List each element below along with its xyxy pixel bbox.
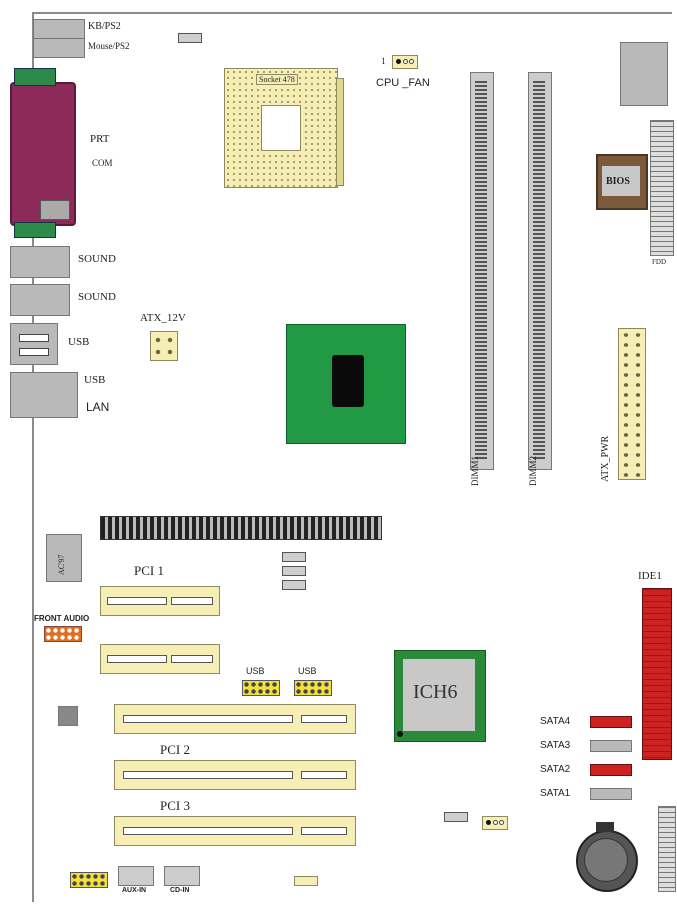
sata3-port — [590, 740, 632, 752]
board-top-edge — [32, 12, 672, 14]
jumper-2 — [282, 566, 306, 576]
sata4-port — [590, 716, 632, 728]
front-audio-label: FRONT AUDIO — [34, 614, 90, 623]
ide1-connector — [642, 588, 672, 760]
sound-port-1 — [10, 246, 70, 278]
ich6-label: ICH6 — [413, 681, 458, 703]
socket-lever — [336, 78, 344, 186]
sata2-port — [590, 764, 632, 776]
cpu-fan-pin-label: 1 — [381, 56, 386, 66]
system-fan-header — [482, 816, 508, 830]
pci2-label: PCI 2 — [160, 742, 190, 757]
parallel-screw-top — [14, 68, 56, 86]
small-chip — [58, 706, 78, 726]
ps2-port-mouse — [33, 38, 85, 58]
front-audio-header — [44, 626, 82, 642]
usb-lan-port — [10, 372, 78, 418]
floppy-connector — [650, 120, 674, 256]
sata2-label: SATA2 — [540, 764, 571, 775]
sata4-label: SATA4 — [540, 716, 571, 727]
pci-slot-1 — [114, 704, 356, 734]
cd-in-label: CD-IN — [170, 887, 190, 894]
dimm1-slot — [470, 72, 494, 470]
atx12v-connector — [150, 331, 178, 361]
pci-slot-short-2 — [100, 644, 220, 674]
audio-chip-label: AC'97 — [57, 554, 66, 575]
bios-label: BIOS — [606, 176, 630, 187]
sound-port-2 — [10, 284, 70, 316]
com2-header — [70, 872, 108, 888]
floppy-label: FDD — [652, 258, 667, 266]
usb-label-2: USB — [84, 374, 106, 386]
dimm1-label: DIMM1 — [470, 455, 480, 486]
usb-header-2 — [294, 680, 332, 696]
dimm2-slot — [528, 72, 552, 470]
atx12v-label: ATX_12V — [140, 312, 186, 324]
aux-in-label: AUX-IN — [122, 887, 147, 894]
pci1-label: PCI 1 — [134, 563, 164, 578]
audio-codec-chip: AC'97 — [46, 534, 82, 582]
usb-label-1: USB — [68, 336, 90, 348]
socket-label: Socket 478 — [256, 74, 298, 85]
ide1-label: IDE1 — [638, 570, 662, 582]
atx-pwr-label: ATX_PWR — [600, 435, 611, 482]
pci-slot-short-1 — [100, 586, 220, 616]
northbridge-chip — [286, 324, 406, 444]
cpu-fan-label: CPU _FAN — [376, 77, 430, 89]
agp-slot — [100, 516, 382, 540]
jumper-clear-cmos — [444, 812, 468, 822]
parallel-screw-bottom — [14, 222, 56, 238]
northbridge-die — [332, 355, 364, 407]
pci3-label: PCI 3 — [160, 798, 190, 813]
sata1-port — [590, 788, 632, 800]
ps2-port-keyboard — [33, 19, 85, 39]
usb-header-2-label: USB — [298, 666, 317, 676]
front-panel-connector — [658, 806, 676, 892]
com-connector-block — [40, 200, 70, 220]
sata1-label: SATA1 — [540, 788, 571, 799]
mouse-ps2-label: Mouse/PS2 — [88, 41, 130, 51]
sata3-label: SATA3 — [540, 740, 571, 751]
board-left-edge — [32, 12, 34, 902]
pci-slot-3 — [114, 816, 356, 846]
lan-label: LAN — [86, 400, 110, 414]
cmos-battery — [576, 830, 638, 892]
cpu-socket-478 — [224, 68, 338, 188]
usb-header-1-label: USB — [246, 666, 265, 676]
aux-in-connector — [118, 866, 154, 886]
dimm2-label: DIMM2 — [528, 455, 538, 486]
jumper-1 — [282, 552, 306, 562]
com-label: COM — [92, 158, 113, 168]
top-right-chip — [620, 42, 668, 106]
ich6-chip: ICH6 — [394, 650, 486, 742]
jumper-3 — [282, 580, 306, 590]
sound-label-1: SOUND — [78, 253, 116, 265]
cpu-fan-header — [392, 55, 418, 69]
kb-ps2-label: KB/PS2 — [88, 21, 121, 32]
battery-clip — [596, 822, 614, 832]
pci-slot-2 — [114, 760, 356, 790]
sound-label-2: SOUND — [78, 291, 116, 303]
usb-header-1 — [242, 680, 280, 696]
cd-in-connector — [164, 866, 200, 886]
prt-label: PRT — [90, 133, 110, 145]
atx-power-connector — [618, 328, 646, 480]
small-header-bottom — [294, 876, 318, 886]
usb-port-rear-1 — [10, 323, 58, 365]
jumper-kb-power — [178, 33, 202, 43]
bios-chip: BIOS — [596, 154, 648, 210]
